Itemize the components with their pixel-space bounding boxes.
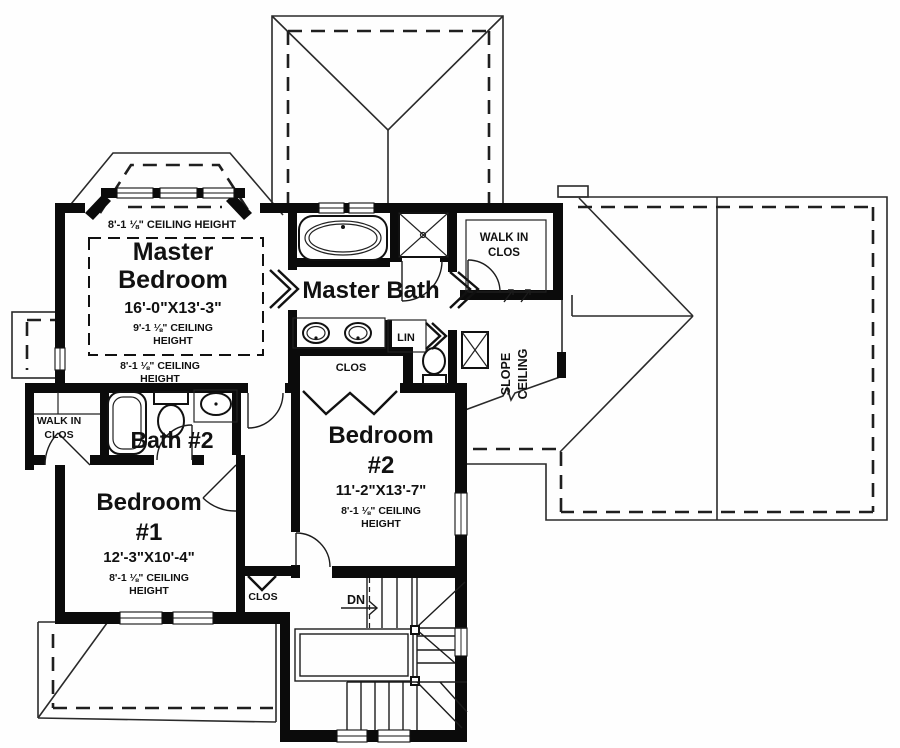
wic-right-shelf (465, 219, 547, 293)
master-bedroom-door (269, 269, 300, 309)
bedroom1-ceiling-2: HEIGHT (129, 585, 169, 597)
mb-tray-2: HEIGHT (153, 335, 193, 347)
window (454, 492, 468, 536)
bedroom2-ceiling-2: HEIGHT (361, 518, 401, 530)
bedroom1-label-1: Bedroom (96, 489, 201, 516)
bedroom2-ceiling-1: 8'-1 ⅛" CEILING (341, 505, 421, 517)
wic-right-label-1: WALK IN (480, 232, 529, 244)
master-toilet-icon (422, 347, 447, 385)
bath2-toilet-icon (153, 391, 189, 438)
hall-clos-label: CLOS (248, 591, 277, 603)
wic-left-label-2: CLOS (44, 429, 73, 441)
mb-ceiling-top: 8'-1 ⅛" CEILING HEIGHT (108, 219, 237, 231)
bedroom1-ceiling-1: 8'-1 ⅛" CEILING (109, 572, 189, 584)
linen-door (425, 322, 448, 350)
window (348, 202, 375, 214)
master-clos-label: CLOS (336, 362, 367, 374)
mb-name-2: Bedroom (118, 266, 228, 294)
window (159, 187, 198, 199)
window (172, 611, 214, 625)
wic-left-label-1: WALK IN (37, 415, 81, 427)
fixtures (34, 212, 547, 455)
linen-closet-box (387, 319, 427, 353)
window (318, 202, 345, 214)
mb-ceiling-bottom-2: HEIGHT (140, 373, 180, 385)
slope-arrows (503, 289, 531, 303)
hall-closet-door (247, 575, 277, 592)
window (202, 187, 235, 199)
shower-icon (398, 212, 449, 258)
bath2-bathtub-icon (107, 391, 147, 455)
bedroom2-label-2: #2 (368, 452, 395, 479)
attic-access-icon (461, 331, 489, 369)
interior-walls (25, 210, 467, 624)
double-vanity-sinks (292, 317, 386, 349)
slope-label-2: CEILING (516, 349, 530, 400)
window (116, 187, 154, 199)
down-arrow-icon (341, 600, 379, 616)
roof-outlines (11, 15, 888, 723)
wic-left-door (44, 432, 91, 466)
bath2-sink-icon (193, 389, 238, 423)
dn-label: DN (347, 593, 365, 607)
shower-door (401, 260, 443, 302)
bedroom2-closet-bifold (302, 390, 398, 416)
mb-name-1: Master (133, 238, 214, 266)
master-bath-label: Master Bath (302, 277, 439, 304)
window (119, 611, 163, 625)
window (336, 729, 368, 743)
bedroom2-dims: 11'-2"X13'-7" (336, 482, 427, 499)
window (54, 347, 66, 371)
exterior-walls (25, 188, 566, 742)
linen-label: LIN (397, 332, 415, 344)
bedroom1-door (202, 464, 237, 512)
mb-ceiling-bottom-1: 8'-1 ⅛" CEILING (120, 360, 200, 372)
bedroom2-label-1: Bedroom (328, 422, 433, 449)
window (454, 627, 468, 657)
slope-label-1: SLOPE (499, 353, 513, 395)
bedroom2-door (295, 532, 331, 568)
wic-right-door (449, 259, 501, 309)
master-bathtub-icon (298, 215, 388, 261)
window (377, 729, 411, 743)
staircase (294, 578, 468, 730)
labels: 8'-1 ⅛" CEILING HEIGHT Master Bedroom 16… (37, 219, 530, 607)
mb-tray-1: 9'-1 ⅛" CEILING (133, 322, 213, 334)
bedroom1-label-2: #1 (136, 519, 163, 546)
master-bath-hall-door (247, 392, 284, 429)
bath2-label: Bath #2 (130, 427, 213, 453)
doors (44, 259, 531, 592)
wic-right-label-2: CLOS (488, 247, 520, 259)
bedroom1-dims: 12'-3"X10'-4" (103, 549, 194, 566)
windows (54, 187, 468, 743)
mb-dims: 16'-0"X13'-3" (124, 300, 222, 317)
bath2-door (156, 424, 193, 461)
tray-ceiling-outline (88, 237, 264, 356)
